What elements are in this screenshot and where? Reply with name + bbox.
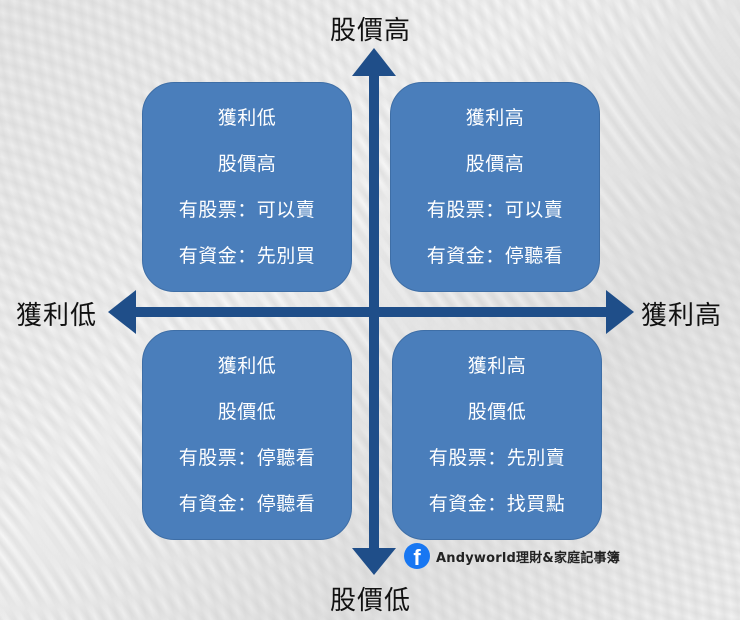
quadrant-line: 獲利低 [217, 107, 277, 129]
quadrant-line: 股價低 [467, 401, 527, 423]
credit-text: Andyworld理財&家庭記事簿 [436, 550, 620, 566]
horizontal-axis [128, 307, 612, 317]
axis-label-left: 獲利低 [16, 301, 98, 331]
quadrant-line: 獲利低 [217, 355, 277, 377]
quadrant-line: 有資金：先別買 [178, 245, 316, 267]
quadrant-line: 有資金：停聽看 [178, 493, 316, 515]
quadrant-line: 股價低 [217, 401, 277, 423]
quadrant-line: 獲利高 [465, 107, 525, 129]
quadrant-line: 有資金：找買點 [428, 493, 566, 515]
quadrant-line: 有股票：可以賣 [178, 199, 316, 221]
quadrant-bottom-right: 獲利高 股價低 有股票：先別賣 有資金：找買點 [392, 330, 602, 540]
quadrant-line: 有股票：可以賣 [426, 199, 564, 221]
credit: f Andyworld理財&家庭記事簿 [404, 543, 620, 569]
arrow-up-icon [352, 48, 396, 76]
axis-label-bottom: 股價低 [330, 586, 412, 616]
quadrant-top-right: 獲利高 股價高 有股票：可以賣 有資金：停聽看 [390, 82, 600, 292]
quadrant-line: 有資金：停聽看 [426, 245, 564, 267]
quadrant-line: 有股票：停聽看 [178, 447, 316, 469]
quadrant-line: 有股票：先別賣 [428, 447, 566, 469]
quadrant-line: 股價高 [217, 153, 277, 175]
axis-label-top: 股價高 [330, 16, 412, 46]
quadrant-top-left: 獲利低 股價高 有股票：可以賣 有資金：先別買 [142, 82, 352, 292]
arrow-right-icon [606, 290, 634, 334]
arrow-down-icon [352, 548, 396, 575]
quadrant-line: 股價高 [465, 153, 525, 175]
quadrant-line: 獲利高 [467, 355, 527, 377]
facebook-icon: f [404, 543, 430, 569]
quadrant-bottom-left: 獲利低 股價低 有股票：停聽看 有資金：停聽看 [142, 330, 352, 540]
arrow-left-icon [108, 290, 136, 334]
axis-label-right: 獲利高 [641, 301, 723, 331]
